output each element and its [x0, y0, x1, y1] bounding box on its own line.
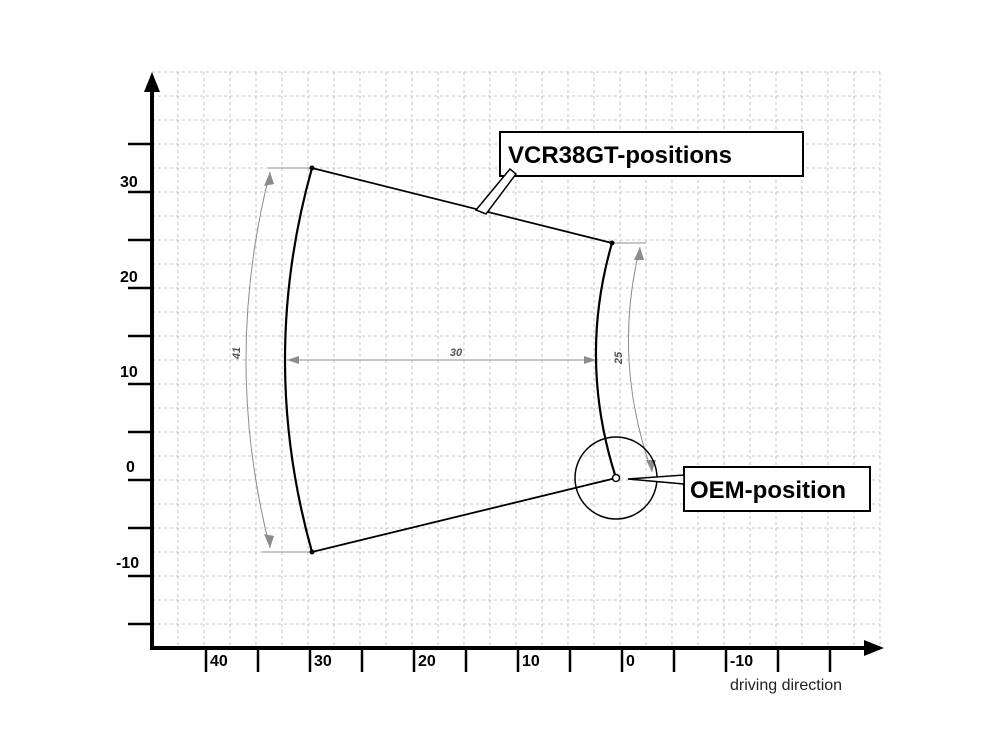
- x-tick-label-0: 0: [626, 653, 635, 670]
- y-tick-label-minus10: -10: [116, 555, 139, 572]
- sector-corner-bottom-left: [309, 549, 315, 555]
- dimension-arrow-left-bottom: [264, 534, 274, 548]
- y-axis: [128, 72, 160, 650]
- x-tick-label-20: 20: [418, 653, 436, 670]
- oem-callout-pointer: [627, 474, 685, 485]
- y-tick-label-30: 30: [120, 174, 138, 191]
- dimension-label-right-arc: 25: [613, 351, 625, 365]
- y-tick-label-20: 20: [120, 269, 138, 286]
- oem-position-point: [611, 473, 621, 483]
- dimension-arc-left: [245, 171, 271, 549]
- oem-callout: OEM-position: [627, 466, 871, 512]
- y-tick-label-0: 0: [126, 459, 135, 476]
- sector-corner-top-left: [309, 165, 315, 171]
- sector-outer-arc: [283, 167, 314, 553]
- x-tick-label-minus10: -10: [730, 653, 753, 670]
- dimension-label-left-arc: 41: [231, 347, 243, 360]
- vcr-callout-label: VCR38GT-positions: [508, 142, 732, 169]
- x-tick-label-30: 30: [314, 653, 332, 670]
- dimension-arrow-right-top: [634, 247, 644, 260]
- x-tick-label-40: 40: [210, 653, 228, 670]
- vcr-callout-pointer: [474, 167, 518, 215]
- dimension-label-width: 30: [450, 347, 463, 359]
- sector-bottom-edge: [311, 477, 617, 553]
- x-axis-caption: driving direction: [730, 677, 842, 694]
- dimension-arrow-width-right: [584, 356, 596, 364]
- x-tick-label-10: 10: [522, 653, 540, 670]
- y-tick-label-10: 10: [120, 364, 138, 381]
- vcr-callout-box: [499, 131, 804, 177]
- dimension-annotations: 41 25 30: [231, 167, 656, 553]
- oem-callout-label: OEM-position: [690, 477, 846, 504]
- oem-callout-box: [683, 466, 871, 512]
- dimension-arc-right: [628, 246, 653, 473]
- vcr-callout: VCR38GT-positions: [474, 131, 804, 215]
- dimension-arrow-width-left: [287, 356, 299, 364]
- x-axis-ticks: [204, 648, 832, 672]
- y-axis-ticks: [128, 142, 152, 626]
- x-axis: [150, 640, 884, 672]
- sector-inner-arc: [594, 242, 618, 479]
- vcr-positions-sector: [283, 165, 618, 555]
- y-axis-arrow: [144, 72, 160, 92]
- x-axis-arrow: [864, 640, 884, 656]
- sector-top-edge: [311, 167, 613, 244]
- sector-corner-top-right: [609, 240, 615, 246]
- dimension-arrow-left-top: [264, 172, 274, 186]
